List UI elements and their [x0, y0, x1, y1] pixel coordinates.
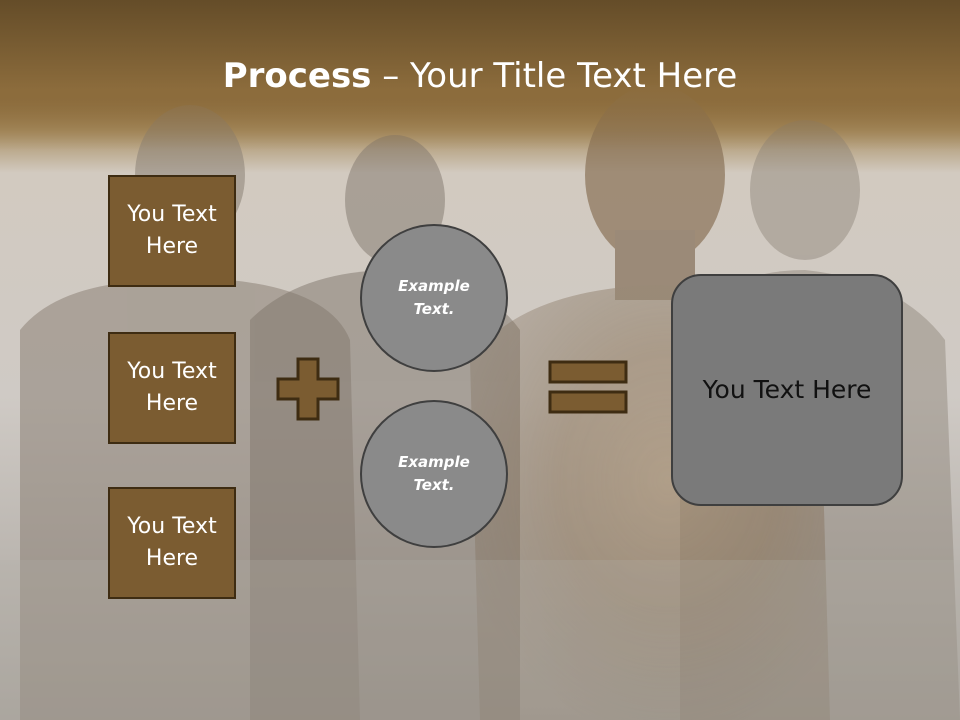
- example-circle-1[interactable]: Example Text.: [360, 224, 508, 372]
- input-box-label: You Text Here: [127, 202, 217, 259]
- example-circle-label: Example Text.: [398, 453, 470, 494]
- example-circle-label: Example Text.: [398, 277, 470, 318]
- slide-title[interactable]: Process – Your Title Text Here: [0, 54, 960, 98]
- input-box-1[interactable]: You Text Here: [108, 175, 236, 287]
- slide-title-rest: – Your Title Text Here: [371, 56, 738, 96]
- example-circle-2[interactable]: Example Text.: [360, 400, 508, 548]
- equals-icon: [548, 360, 628, 414]
- input-box-3[interactable]: You Text Here: [108, 487, 236, 599]
- title-bar: [0, 0, 960, 150]
- input-box-2[interactable]: You Text Here: [108, 332, 236, 444]
- result-box-label: You Text Here: [702, 375, 872, 404]
- plus-icon: [276, 357, 340, 421]
- result-box[interactable]: You Text Here: [671, 274, 903, 506]
- input-box-label: You Text Here: [127, 359, 217, 416]
- input-box-label: You Text Here: [127, 514, 217, 571]
- slide-title-bold: Process: [222, 56, 372, 96]
